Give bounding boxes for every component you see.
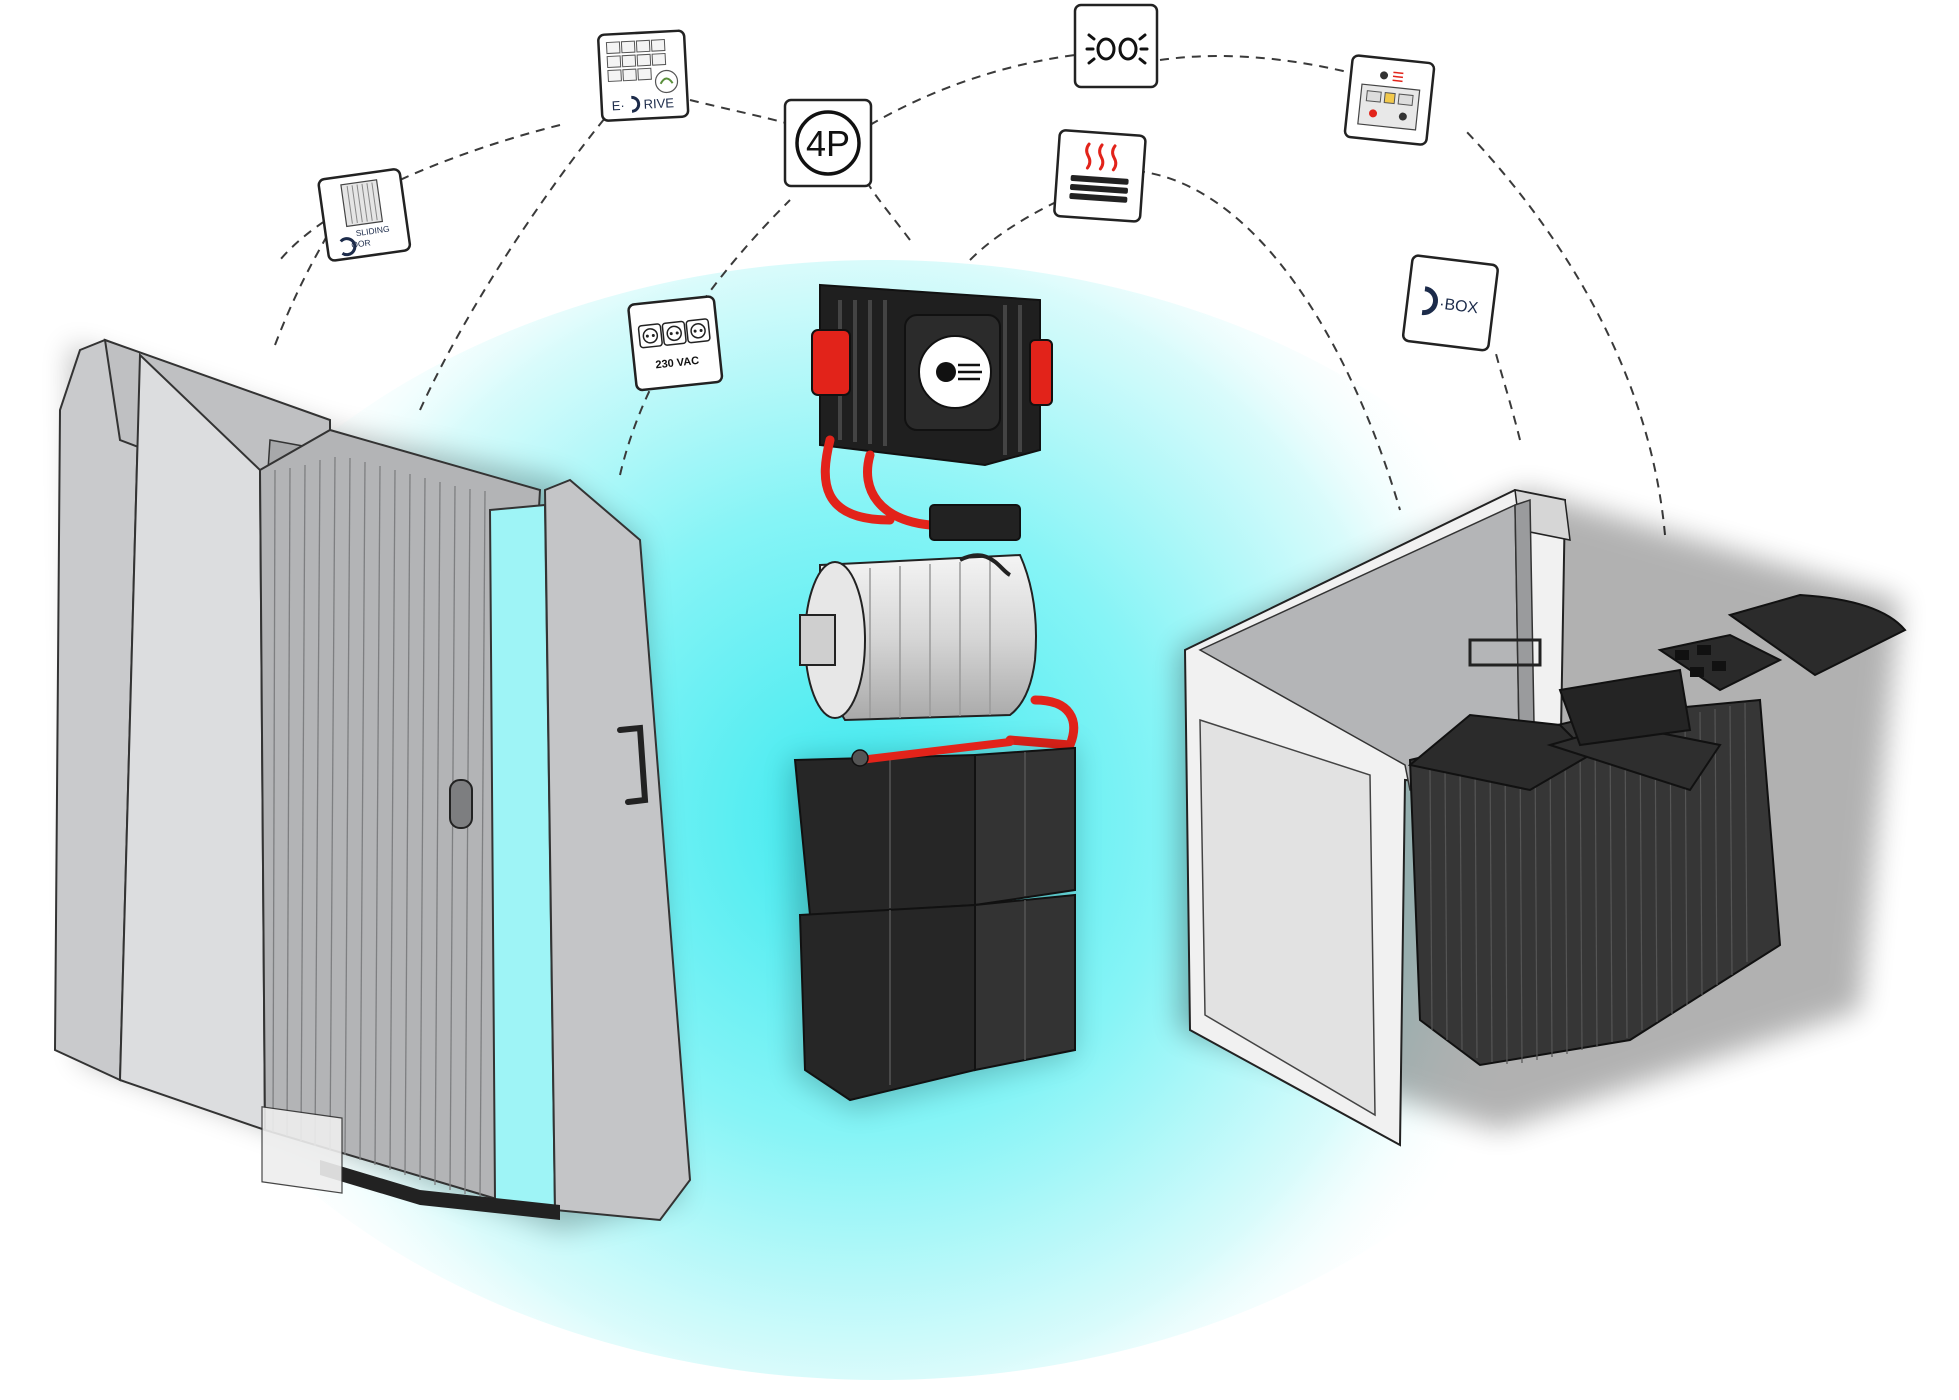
e-drive-suffix: RIVE [643, 95, 674, 112]
cables [820, 435, 1079, 750]
e-drive-prefix: E· [611, 98, 625, 114]
sockets-label: 230 VAC [655, 355, 700, 372]
sockets-icon: 230 VAC [627, 295, 724, 392]
heater-icon [1053, 129, 1147, 223]
motor-controller [811, 283, 1053, 467]
sliding-door-label-1: SLIDING [355, 224, 390, 239]
control-panel-icon [1343, 54, 1436, 146]
sliding-door-icon: SLIDING OOR [317, 168, 412, 262]
battery-pack [790, 738, 1076, 1110]
lights-icon [1073, 3, 1159, 89]
electric-motor [799, 504, 1037, 722]
post-handle [617, 724, 649, 805]
d-box-cabinet [1180, 488, 1907, 1147]
4p-icon: 4P [783, 98, 873, 188]
sliding-door-unit [53, 338, 692, 1230]
e-drive-icon: E· RIVE [597, 29, 690, 122]
door-handle [449, 779, 473, 829]
d-box-icon: ·BOX [1401, 254, 1499, 352]
d-box-label: ·BOX [1438, 296, 1479, 318]
4p-label: 4P [806, 123, 850, 164]
